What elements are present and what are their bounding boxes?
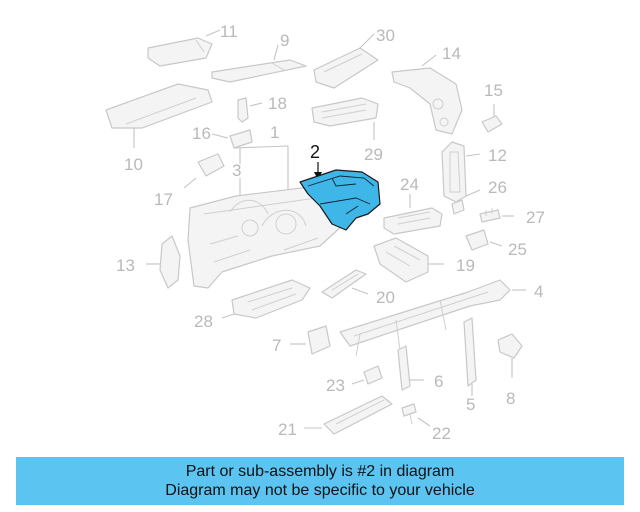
part-2-highlighted: 2 [299,142,381,231]
part-19: 19 [373,237,475,283]
part-16: 16 [192,124,253,149]
part-9: 9 [211,31,307,83]
label-8: 8 [506,389,515,408]
part-21: 21 [278,395,393,439]
label-1: 1 [270,123,279,142]
part-5: 5 [463,317,477,414]
label-6: 6 [434,372,443,391]
part-10: 10 [105,83,213,174]
part-25: 25 [465,229,527,259]
part-3: 3 [187,161,345,289]
label-7: 7 [272,336,281,355]
label-15: 15 [484,81,503,100]
label-3: 3 [232,161,241,180]
label-17: 17 [154,190,173,209]
part-23: 23 [326,365,383,395]
part-22: 22 [401,403,451,443]
label-4: 4 [534,282,543,301]
label-13: 13 [116,256,135,275]
info-banner: Part or sub-assembly is #2 in diagram Di… [16,457,624,505]
part-4: 4 [339,279,543,357]
label-19: 19 [456,256,475,275]
banner-line-2: Diagram may not be specific to your vehi… [165,482,475,499]
label-18: 18 [268,94,287,113]
label-5: 5 [466,395,475,414]
label-24: 24 [400,175,419,194]
label-25: 25 [508,240,527,259]
label-14: 14 [442,44,461,63]
label-22: 22 [432,424,451,443]
part-6: 6 [397,345,443,391]
label-29: 29 [364,145,383,164]
label-21: 21 [278,420,297,439]
part-1: 1 [233,123,289,190]
part-12: 12 [441,141,507,203]
label-2: 2 [310,142,320,162]
label-30: 30 [376,26,395,45]
label-27: 27 [526,208,545,227]
part-20: 20 [321,269,395,307]
label-16: 16 [192,124,211,143]
part-24: 24 [383,175,443,235]
part-26: 26 [451,178,507,215]
label-28: 28 [194,312,213,331]
label-26: 26 [488,178,507,197]
label-23: 23 [326,376,345,395]
part-11: 11 [147,22,238,67]
label-20: 20 [376,288,395,307]
part-27: 27 [479,208,545,227]
part-8: 8 [497,333,523,408]
part-14: 14 [391,44,463,135]
part-15: 15 [481,81,503,133]
label-10: 10 [124,155,143,174]
banner-line-1: Part or sub-assembly is #2 in diagram [185,463,455,480]
part-30: 30 [313,26,395,89]
part-28: 28 [194,279,311,331]
part-13: 13 [116,235,181,289]
label-9: 9 [280,31,289,50]
part-17: 17 [154,153,225,209]
part-18: 18 [237,94,287,123]
part-29: 29 [311,97,383,164]
part-7: 7 [272,325,331,355]
label-12: 12 [488,146,507,165]
parts-diagram: 11 9 30 14 10 18 29 [105,22,545,443]
label-11: 11 [220,22,238,41]
